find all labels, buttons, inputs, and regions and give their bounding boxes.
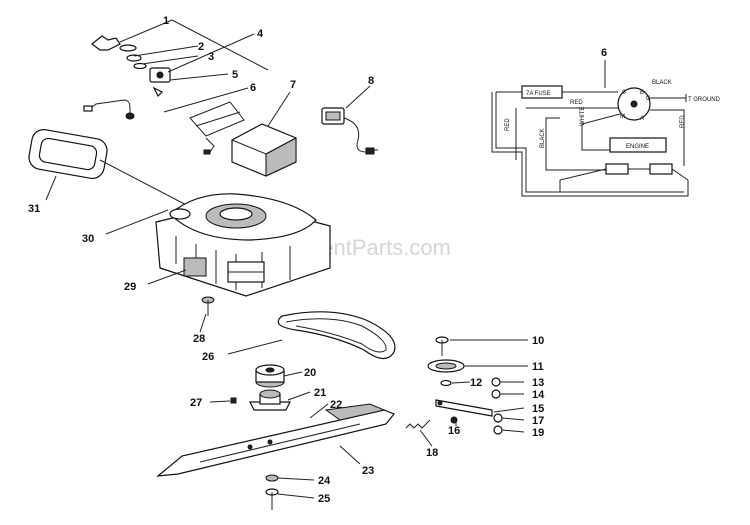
callout-15: 15: [532, 403, 544, 415]
callout-29: 29: [124, 281, 136, 293]
callout-10: 10: [532, 335, 544, 347]
callout-11: 11: [532, 361, 544, 373]
svg-text:M: M: [620, 114, 625, 120]
callout-16: 16: [448, 425, 460, 437]
wire-card[interactable]: [189, 101, 245, 155]
svg-text:BLACK: BLACK: [540, 128, 546, 148]
callout-21: 21: [314, 387, 326, 399]
engine-box: [609, 137, 667, 153]
callout-31: 31: [28, 203, 40, 215]
callout-23: 23: [362, 465, 374, 477]
callout-7: 7: [290, 79, 296, 91]
callout-12: 12: [470, 377, 482, 389]
callout-1: 1: [163, 15, 169, 27]
callout-26: 26: [202, 351, 214, 363]
starter-handle-part-31[interactable]: [27, 128, 197, 211]
callout-24: 24: [318, 475, 331, 487]
washer-part-27[interactable]: [230, 397, 237, 404]
callout-5: 5: [232, 69, 238, 81]
spring-part-18[interactable]: [405, 419, 431, 429]
blade-part-23[interactable]: [156, 403, 395, 477]
callout-13: 13: [532, 377, 544, 389]
blade-bolt-part-25[interactable]: [265, 488, 279, 510]
wire-harness-part-6[interactable]: [83, 99, 135, 120]
washer-part-12[interactable]: [440, 379, 452, 387]
callout-28: 28: [193, 333, 205, 345]
pulley-part-11[interactable]: [427, 359, 465, 373]
ground-label: T GROUND: [688, 97, 721, 103]
svg-text:B: B: [640, 90, 644, 96]
engine-label: ENGINE: [626, 144, 649, 150]
leader-lines: [45, 85, 528, 499]
bolt-part-28[interactable]: [201, 296, 215, 316]
svg-text:A: A: [640, 116, 644, 122]
hub-part-21[interactable]: [249, 389, 291, 411]
drive-belt-part-26[interactable]: [277, 311, 396, 360]
callout-2: 2: [198, 41, 204, 53]
bolt-part-10[interactable]: [435, 336, 449, 356]
idler-arm-part-15[interactable]: [435, 399, 493, 417]
svg-text:WHITE: WHITE: [580, 107, 586, 126]
wire-black-top: BLACK: [652, 80, 672, 86]
battery-charger-part-8[interactable]: [321, 107, 378, 155]
callout-8: 8: [368, 75, 374, 87]
wiring-callout-6: 6: [601, 47, 607, 59]
svg-text:RED: RED: [680, 115, 686, 128]
pulley-part-20[interactable]: [255, 364, 285, 388]
wiring-diagram: 6 7A FUSE S B M G A BLACK T GROUND RED R…: [491, 47, 721, 197]
callout-22: 22: [330, 399, 342, 411]
svg-text:RED: RED: [570, 100, 583, 106]
blade-washer-part-24[interactable]: [265, 474, 279, 482]
svg-text:G: G: [646, 96, 651, 102]
callout-labels: 1 2 3 4 5 6 7 8 31 30 29 28 26 20 21 22 …: [28, 15, 545, 505]
svg-text:S: S: [622, 90, 626, 96]
leader-lines-top-left: [119, 19, 269, 113]
callout-17: 17: [532, 415, 544, 427]
callout-25: 25: [318, 493, 330, 505]
svg-text:RED: RED: [505, 118, 511, 131]
ignition-switch-parts[interactable]: [91, 35, 171, 98]
engine-assembly[interactable]: [155, 193, 331, 297]
callout-19: 19: [532, 427, 544, 439]
fuse-label: 7A FUSE: [526, 91, 551, 97]
callout-27: 27: [190, 397, 202, 409]
battery-pack-part-7[interactable]: [231, 123, 297, 177]
callout-18: 18: [426, 447, 438, 459]
callout-4: 4: [257, 28, 264, 40]
callout-30: 30: [82, 233, 94, 245]
callout-14: 14: [532, 389, 545, 401]
callout-3: 3: [208, 51, 214, 63]
callout-20: 20: [304, 367, 316, 379]
callout-6: 6: [250, 82, 256, 94]
